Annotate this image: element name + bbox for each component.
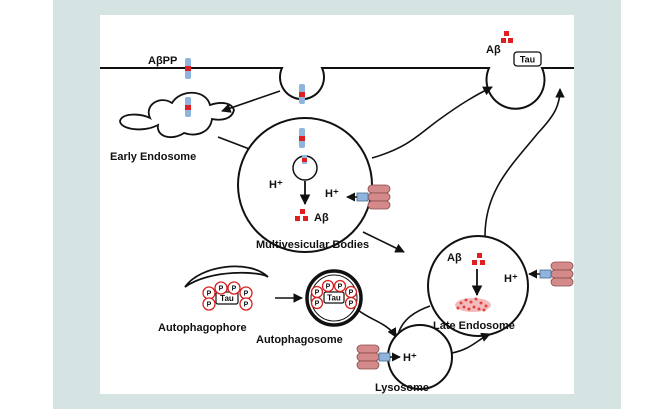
abeta-top-label: Aβ (486, 44, 501, 56)
svg-text:P: P (338, 284, 343, 291)
figure-frame: AβPP Aβ Tau Early Endosome (53, 0, 621, 409)
abeta-aggregate (455, 297, 491, 312)
abeta-late-label: Aβ (447, 252, 462, 264)
arrow-late-to-lysosome (397, 305, 431, 336)
hplus-mvb-inner-label: H⁺ (269, 179, 283, 191)
arrow-phagosome-to-lysosome (357, 309, 397, 338)
tau-phagosome-label: Tau (327, 294, 341, 303)
figure-panel: AβPP Aβ Tau Early Endosome (100, 15, 574, 394)
tau-phagophore-label: Tau (220, 294, 234, 303)
early-endosome-label: Early Endosome (110, 151, 196, 163)
svg-text:P: P (232, 286, 237, 293)
abpp-receptor-ilv (302, 155, 307, 164)
mvb-label: Multivesicular Bodies (256, 239, 369, 251)
hplus-mvb-pump-label: H⁺ (325, 188, 339, 200)
svg-text:P: P (219, 286, 224, 293)
svg-text:P: P (326, 284, 331, 291)
svg-text:P: P (349, 290, 354, 297)
abpp-label: AβPP (148, 55, 177, 67)
hplus-late-label: H⁺ (504, 273, 518, 285)
arrow-lysosome-to-late (451, 332, 491, 354)
endosome-pathway-diagram: AβPP Aβ Tau Early Endosome (100, 31, 574, 394)
abeta-mvb-label: Aβ (314, 212, 329, 224)
svg-text:P: P (207, 291, 212, 298)
proton-pump-late-endosome (539, 261, 574, 287)
proton-pump-mvb (356, 184, 391, 210)
plasma-membrane (100, 67, 574, 110)
proton-pump-lysosome (356, 344, 391, 370)
abpp-receptor-mvb (299, 128, 305, 148)
late-endosome-label: Late Endosome (433, 320, 515, 332)
arrow-late-to-membrane (484, 88, 565, 237)
lysosome-label: Lysosome (375, 382, 429, 394)
autophagophore-crescent (184, 265, 269, 288)
svg-text:P: P (244, 291, 249, 298)
autophagosome-label: Autophagosome (256, 334, 343, 346)
abeta-cluster-late (472, 253, 485, 265)
tau-complex-phagophore (202, 281, 253, 311)
arrow-pit-to-early-endosome (221, 90, 281, 113)
abpp-receptor-membrane (185, 58, 191, 79)
svg-text:P: P (315, 290, 320, 297)
arrow-mvb-to-late-endosome (362, 231, 405, 253)
hplus-lysosome-label: H⁺ (403, 352, 417, 364)
tau-top-label: Tau (520, 55, 535, 65)
tau-complex-phagosome (310, 279, 358, 310)
abpp-receptor-early-endosome (185, 97, 191, 117)
svg-text:P: P (349, 301, 354, 308)
abeta-cluster-mvb (295, 209, 308, 221)
arrow-mvb-to-membrane (371, 86, 493, 159)
svg-text:P: P (207, 302, 212, 309)
tau-box-top (513, 51, 542, 67)
svg-text:P: P (244, 302, 249, 309)
autophagophore-label: Autophagophore (158, 322, 247, 334)
abeta-cluster-top (501, 31, 513, 43)
svg-text:P: P (315, 301, 320, 308)
early-endosome-shape (119, 91, 235, 139)
abpp-receptor-pit (299, 84, 305, 104)
